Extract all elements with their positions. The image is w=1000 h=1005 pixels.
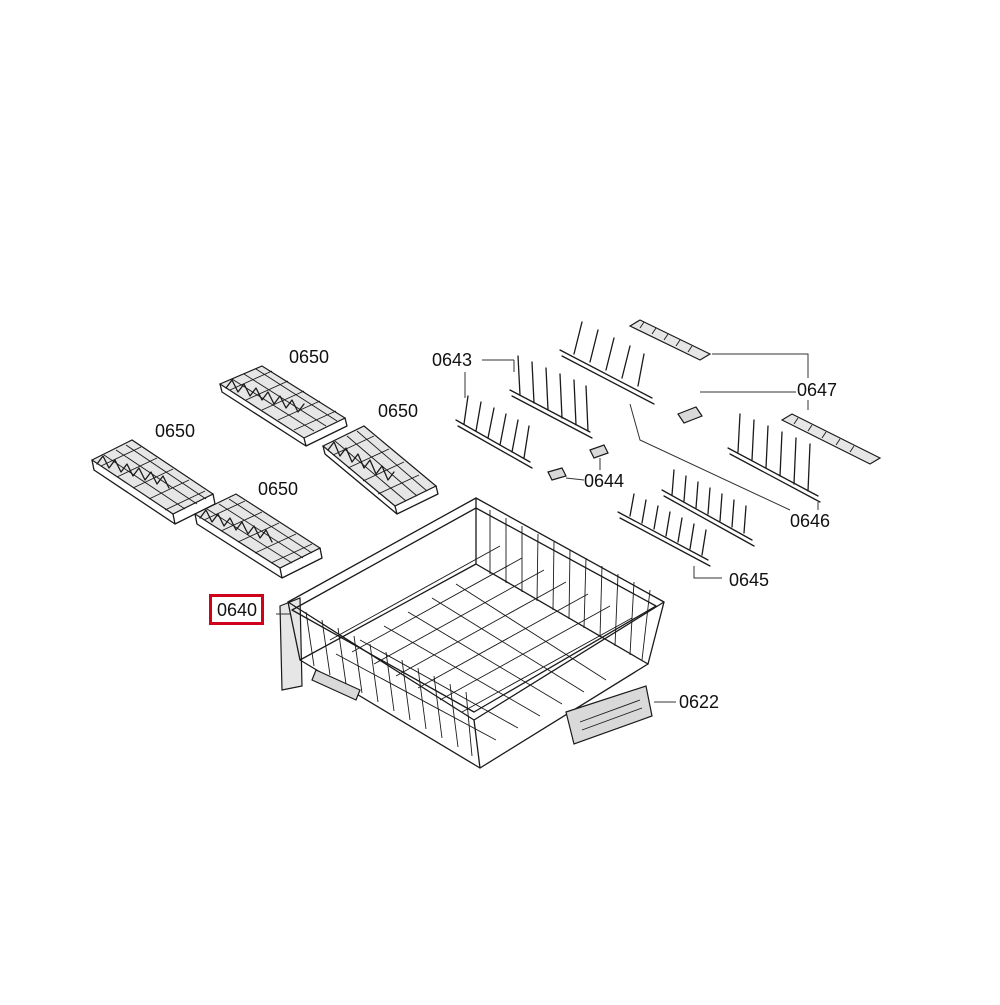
part-0643-tine-rack	[455, 355, 593, 469]
label-0643: 0643	[432, 350, 473, 370]
label-0644: 0644	[584, 471, 625, 491]
part-0645-tine-rack	[617, 469, 755, 567]
label-0640-highlighted: 0640	[209, 594, 265, 625]
leader-0646	[629, 403, 819, 511]
label-0650-top: 0650	[289, 347, 330, 367]
part-0644-clip	[547, 406, 703, 481]
leader-0647	[700, 353, 809, 410]
part-0650-rack-insert-lower	[193, 493, 323, 579]
label-0650-lower: 0650	[258, 479, 299, 499]
leader-0644	[565, 458, 601, 481]
part-0646-tine-rack	[559, 321, 821, 503]
label-0650-right: 0650	[378, 401, 419, 421]
part-0650-rack-insert-left	[90, 439, 216, 525]
part-0650-rack-insert-top	[218, 365, 348, 447]
part-0650-rack-insert-right	[321, 425, 439, 515]
label-0647: 0647	[797, 380, 838, 400]
leader-0645	[693, 566, 722, 579]
label-0622: 0622	[679, 692, 720, 712]
part-0640-upper-basket	[279, 497, 665, 769]
leader-0643	[464, 359, 515, 398]
part-0647-strip	[628, 319, 882, 465]
label-0650-left: 0650	[155, 421, 196, 441]
part-0622-handle-cover	[565, 685, 653, 745]
label-0646: 0646	[790, 511, 831, 531]
label-0645: 0645	[729, 570, 770, 590]
